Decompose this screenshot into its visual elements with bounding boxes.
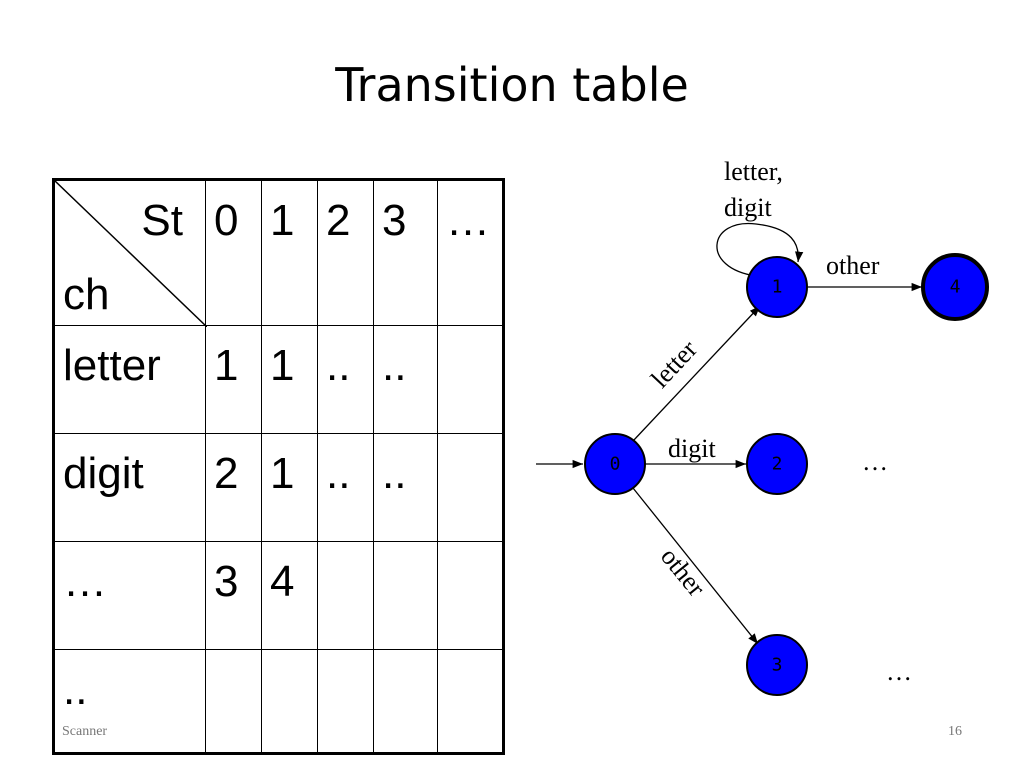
row-label: letter <box>53 325 206 434</box>
row-label: … <box>53 541 206 650</box>
table-row: digit 2 1 .. .. <box>53 433 504 542</box>
state-header: 3 <box>373 179 438 326</box>
state-header: 1 <box>261 179 318 326</box>
table-row: letter 1 1 .. .. <box>53 325 504 434</box>
state-node-1 <box>746 256 808 318</box>
state-header: 2 <box>317 179 374 326</box>
edge-1-4-label: other <box>826 251 880 280</box>
state-node-4-accepting <box>921 253 989 321</box>
row-label: digit <box>53 433 206 542</box>
table-cell: 2 <box>205 433 262 542</box>
state-node-0-label: 0 <box>610 454 621 475</box>
ellipsis-after-3: … <box>886 657 912 686</box>
corner-char-label: ch <box>63 270 110 319</box>
state-node-3 <box>746 634 808 696</box>
table-corner-cell: St ch <box>53 179 207 327</box>
table-cell: 1 <box>261 325 318 434</box>
state-header: 0 <box>205 179 262 326</box>
edge-0-to-3 <box>632 487 759 645</box>
transition-table: St ch 0 1 2 3 … letter 1 1 .. .. digit 2… <box>52 178 505 755</box>
corner-state-label: St <box>141 196 183 245</box>
slide-title: Transition table <box>335 58 689 112</box>
table-cell: .. <box>373 325 438 434</box>
corner-diagonal <box>55 181 207 327</box>
loop-label-line1: letter, <box>724 157 783 186</box>
state-node-4-label: 4 <box>950 277 961 298</box>
table-cell: .. <box>317 325 374 434</box>
loop-label-line2: digit <box>724 193 772 222</box>
table-cell <box>261 649 318 754</box>
table-cell: .. <box>317 433 374 542</box>
row-label: .. <box>53 649 206 754</box>
edge-0-3-label: other <box>655 542 711 602</box>
state-header: … <box>437 179 504 326</box>
table-header-row: St ch 0 1 2 3 … <box>53 179 504 327</box>
edge-0-1-label: letter <box>645 334 703 393</box>
edge-0-to-1 <box>632 305 761 442</box>
footer-page-number: 16 <box>948 724 962 739</box>
table-cell <box>205 649 262 754</box>
state-node-1-label: 1 <box>772 277 783 298</box>
state-node-0 <box>584 433 646 495</box>
state-node-3-label: 3 <box>772 655 783 676</box>
state-node-2-label: 2 <box>772 454 783 475</box>
table-row: … 3 4 <box>53 541 504 650</box>
self-loop-1 <box>716 222 804 277</box>
table-cell <box>437 325 504 434</box>
footer-left: Scanner <box>62 724 108 739</box>
table-cell: 4 <box>261 541 318 650</box>
table-cell <box>317 541 374 650</box>
table-cell <box>437 433 504 542</box>
table-row: .. <box>53 649 504 754</box>
ellipsis-after-2: … <box>862 447 888 476</box>
edge-0-2-label: digit <box>668 434 716 463</box>
state-node-2 <box>746 433 808 495</box>
table-cell <box>437 541 504 650</box>
table-cell <box>437 649 504 754</box>
